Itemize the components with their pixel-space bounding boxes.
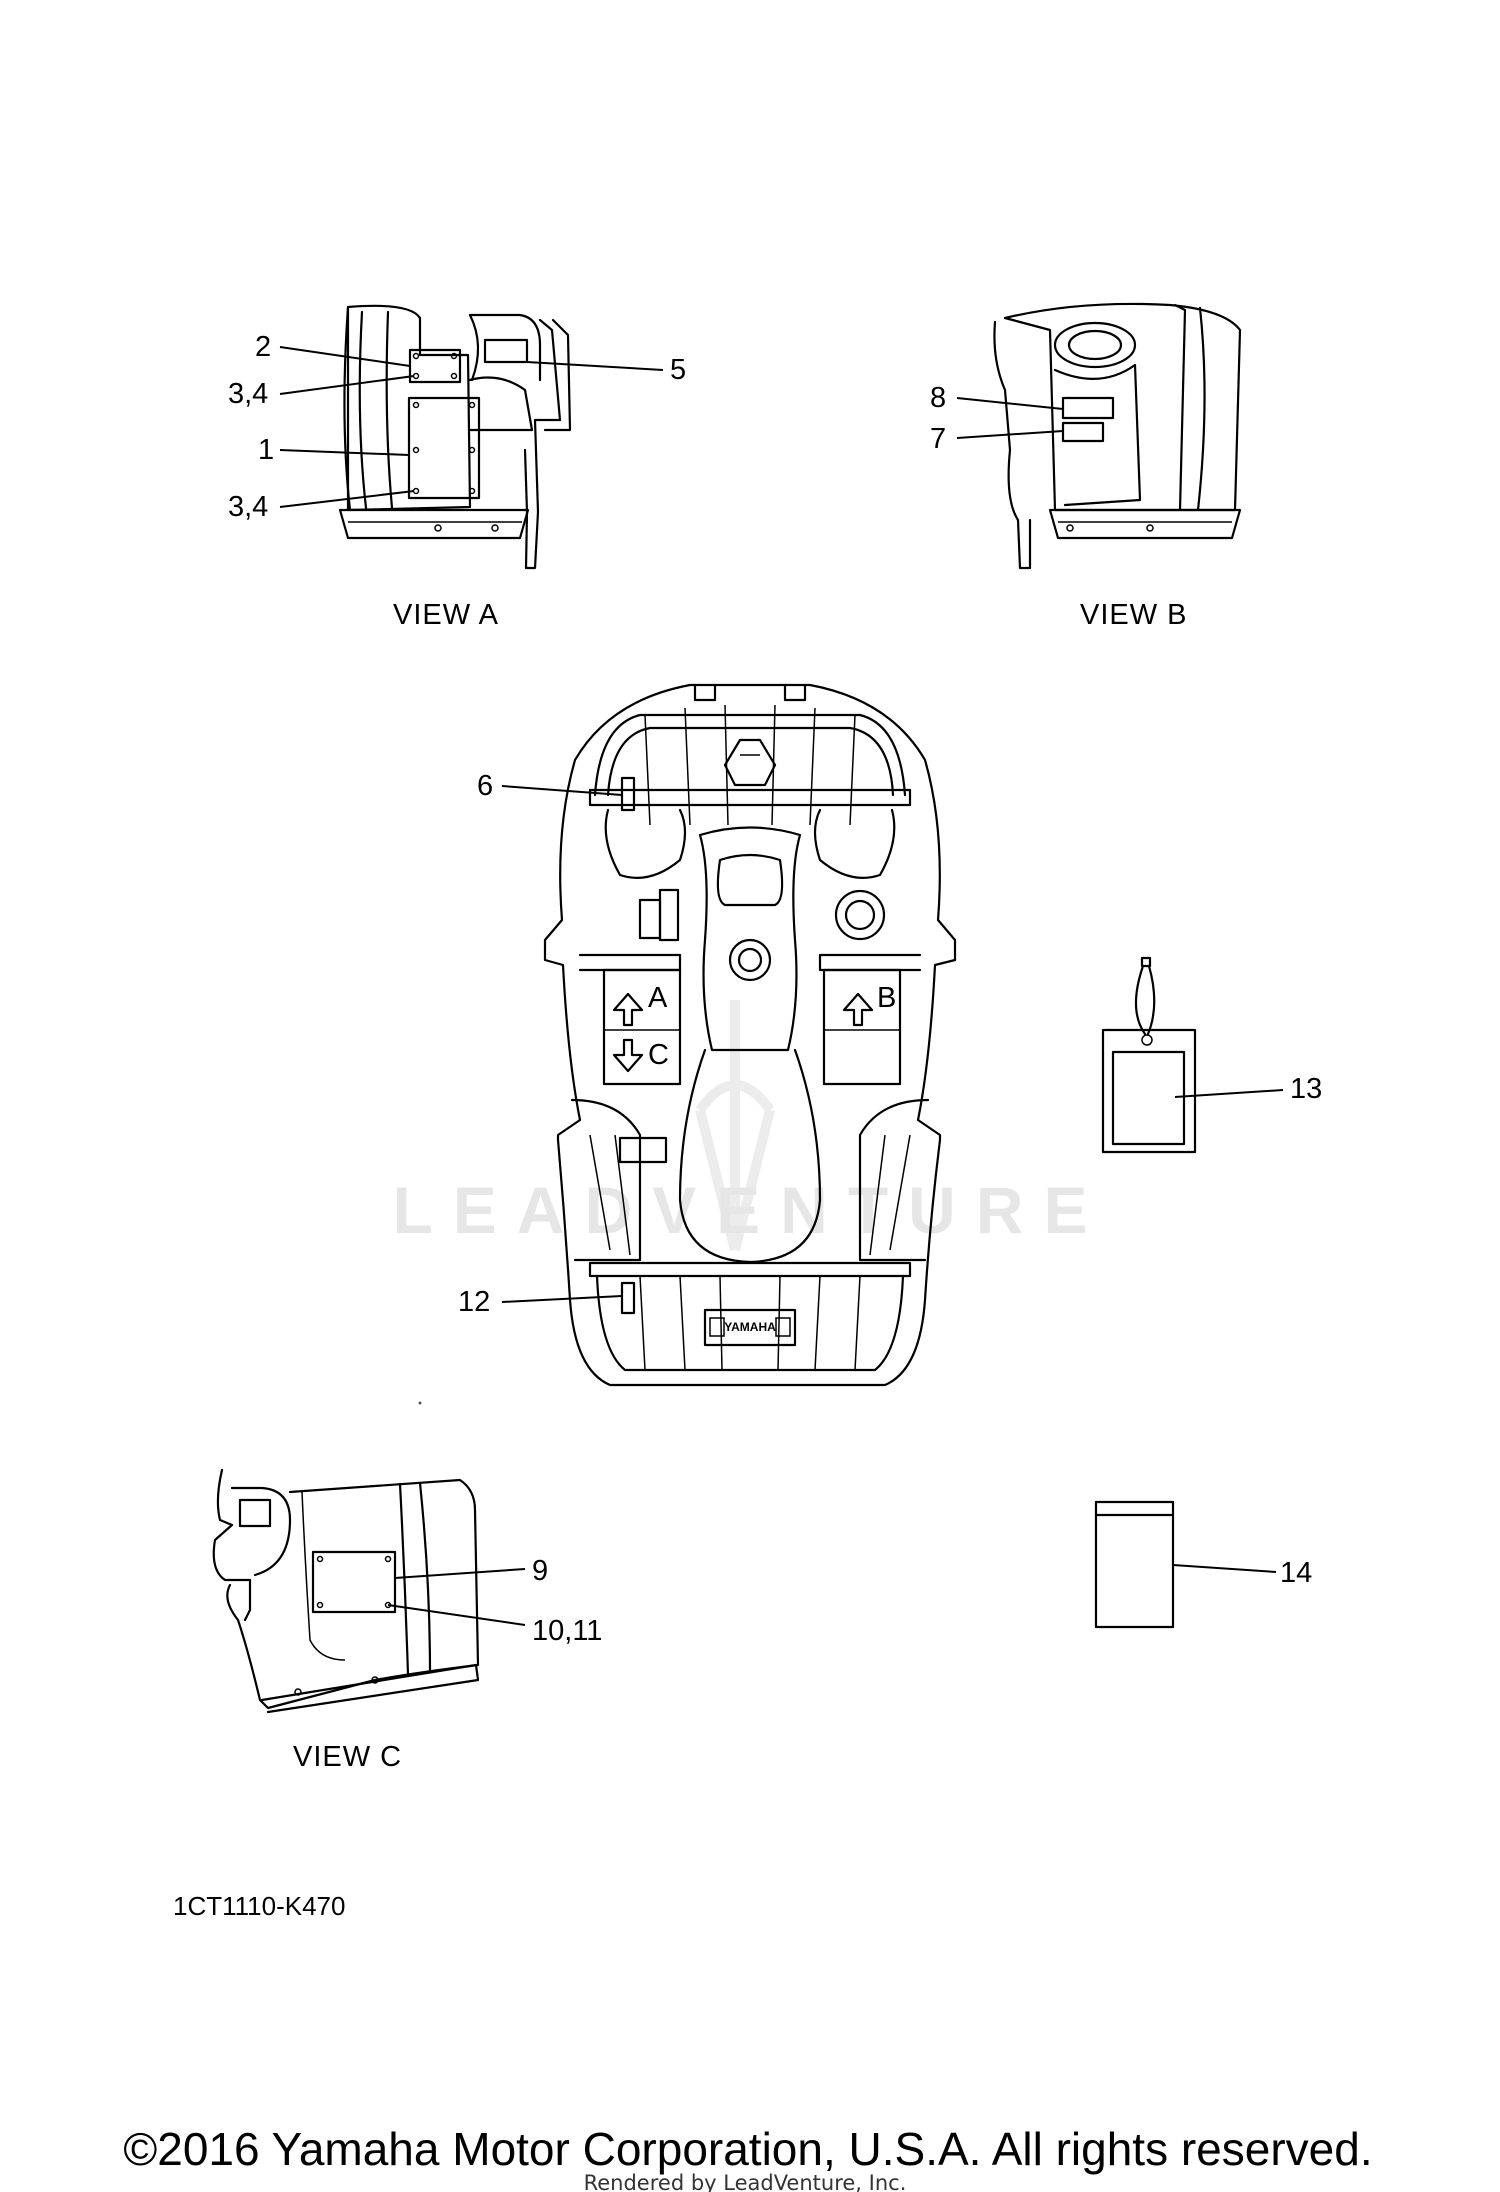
view-c-label: VIEW C [293,1741,402,1773]
leader-8 [956,397,1064,410]
view-b-illustration [993,302,1242,570]
view-a-label: VIEW A [393,599,499,631]
leader-10-11 [387,1604,526,1626]
manual-illustration [1094,1500,1175,1629]
callout-14: 14 [1280,1557,1312,1589]
leader-3-4-bottom [279,490,415,508]
leader-3-4-top [279,375,415,395]
view-a-illustration [338,304,572,570]
callout-12: 12 [458,1286,490,1318]
callout-8: 8 [930,382,946,414]
callout-13: 13 [1290,1073,1322,1105]
callout-5: 5 [670,354,686,386]
view-b-label: VIEW B [1080,599,1188,631]
hang-tag-illustration [1101,956,1197,1154]
copyright: ©2016 Yamaha Motor Corporation, U.S.A. A… [123,2123,1372,2175]
part-code: 1CT1110-K470 [173,1891,345,1921]
callout-3-4-bottom: 3,4 [228,491,268,523]
callout-7: 7 [930,423,946,455]
view-c-illustration [212,1468,480,1714]
leader-14 [1172,1564,1277,1573]
marker-b: B [877,982,896,1014]
leader-6 [501,785,623,796]
watermark-text: LEADVENTURE [392,1173,1107,1247]
leader-5 [526,361,664,371]
rendered-by: Rendered by LeadVenture, Inc. [584,2171,907,2192]
marker-c: C [648,1039,669,1071]
rack-emblem: YAMAHA [724,1320,776,1334]
leader-12 [501,1295,623,1303]
leader-2 [279,346,411,367]
leader-7 [956,430,1064,439]
callout-6: 6 [477,770,493,802]
watermark-logo [695,1000,775,1252]
marker-a: A [648,982,668,1014]
leader-1 [279,449,410,456]
leader-9 [394,1568,526,1579]
callout-1: 1 [258,434,274,466]
callout-3-4-top: 3,4 [228,378,268,410]
callout-10-11: 10,11 [532,1615,602,1647]
leader-13 [1174,1089,1284,1098]
atv-top-view-illustration [543,683,957,1387]
stray-dot [418,1401,422,1405]
callout-9: 9 [532,1555,548,1587]
callout-2: 2 [255,331,271,363]
